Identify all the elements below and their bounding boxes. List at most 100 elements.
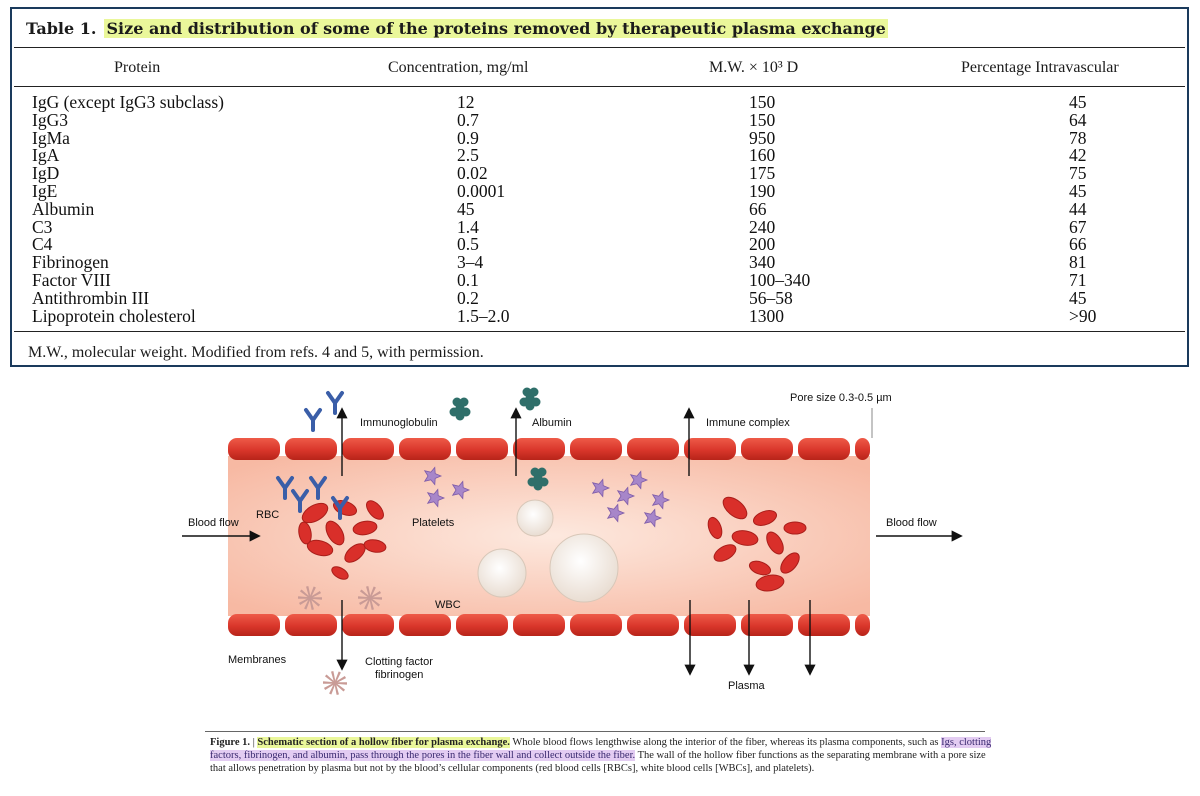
platelet [616,486,636,506]
cell-percentage: 78 [1069,127,1087,148]
cell-percentage: 81 [1069,252,1087,273]
cell-concentration: 0.9 [457,127,479,148]
blood-flow-in-label: Blood flow [188,517,239,529]
immunoglobulin-arm [304,408,322,432]
cell-mw: 190 [749,181,776,201]
membrane-segment [684,614,736,636]
cell-percentage: 44 [1069,198,1087,219]
albumin-blob [522,387,532,397]
cell-concentration: 1.4 [457,216,479,237]
membrane-segment [285,438,337,460]
platelet [606,503,626,523]
cell-protein: Fibrinogen [32,252,109,273]
cell-percentage: >90 [1069,305,1097,326]
table-note: M.W., molecular weight. Modified from re… [28,344,484,361]
rbc-cell [352,520,378,536]
figure-text-2: The wall of the hollow fiber functions a… [210,750,986,774]
membrane-segment [513,438,565,460]
membrane-segment [342,438,394,460]
cell-concentration: 0.2 [457,287,479,308]
table-top-rule [14,47,1185,48]
immunoglobulin-molecule [309,476,327,500]
cell-mw: 160 [749,145,776,166]
platelet [629,470,649,490]
cell-protein: IgE [32,181,58,201]
cell-protein: IgA [32,145,60,166]
cell-mw: 240 [749,216,776,237]
table-bottom-rule [14,331,1185,332]
albumin-blob [459,397,469,407]
cell-mw: 56–58 [749,287,793,308]
rbc-cell [366,500,384,520]
cell-percentage: 67 [1069,216,1087,237]
immunoglobulin-molecule [291,489,309,513]
platelet [643,508,663,528]
cell-protein: IgG3 [32,109,68,130]
cell-concentration: 0.1 [457,270,479,290]
figure-separator: | [250,737,258,748]
immunoglobulin-arm [291,489,309,513]
membrane-segment [627,614,679,636]
table-box: Table 1.Size and distribution of some of… [10,7,1189,367]
platelets-label: Platelets [412,517,455,529]
cell-mw: 340 [749,252,776,273]
cell-protein: C4 [32,234,53,255]
rbc-cell [707,516,723,540]
cell-percentage: 64 [1069,109,1087,130]
rbc-cell [713,544,737,562]
cell-protein: Albumin [32,198,95,219]
membrane-segment [798,614,850,636]
cell-protein: IgD [32,163,60,184]
cell-percentage: 66 [1069,234,1087,255]
cell-percentage: 45 [1069,92,1087,112]
membrane-segment [342,614,394,636]
cell-mw: 950 [749,127,776,148]
caption-rule [205,731,985,732]
fibrinogen-strand [358,591,382,605]
cell-concentration: 0.0001 [457,181,506,201]
albumin-blob [529,387,539,397]
figure-title: Schematic section of a hollow fiber for … [257,737,510,748]
cell-mw: 175 [749,163,776,184]
cell-percentage: 75 [1069,163,1087,184]
header-protein: Protein [114,59,161,76]
rbc-label: RBC [256,509,279,521]
cell-concentration: 12 [457,92,475,112]
wbc-cell [516,499,554,537]
membrane-segment [684,438,736,460]
clotting-factor-label: Clotting factor [365,656,433,668]
cell-protein: C3 [32,216,53,237]
fibrinogen-strand [298,591,322,605]
table-row: IgMa 0.9 950 78 [12,129,1187,147]
rbc-cell [363,539,387,553]
membrane-segment [399,438,451,460]
membrane-segment [228,438,280,460]
membrane-segment [228,614,280,636]
header-rule [14,86,1185,87]
cell-concentration: 45 [457,198,475,219]
immunoglobulin-arm [326,391,344,415]
cell-protein: Lipoprotein cholesterol [32,305,196,326]
rbc-cell [306,539,334,557]
figure-caption: Figure 1. | Schematic section of a hollo… [210,736,1000,775]
figure-label: Figure 1. [210,737,251,748]
cell-protein: IgMa [32,127,70,148]
rbc-cell [752,510,778,526]
fibrinogen-strand [323,676,347,690]
blood-cells [276,387,807,695]
header-mw: M.W. × 10³ D [709,59,799,76]
immunoglobulin-molecule [276,476,294,500]
cell-protein: IgG (except IgG3 subclass) [32,92,224,112]
cell-percentage: 42 [1069,145,1087,166]
membrane-segment [570,614,622,636]
cell-mw: 1300 [749,305,784,326]
membrane-segment [741,438,793,460]
membrane-segment [627,438,679,460]
